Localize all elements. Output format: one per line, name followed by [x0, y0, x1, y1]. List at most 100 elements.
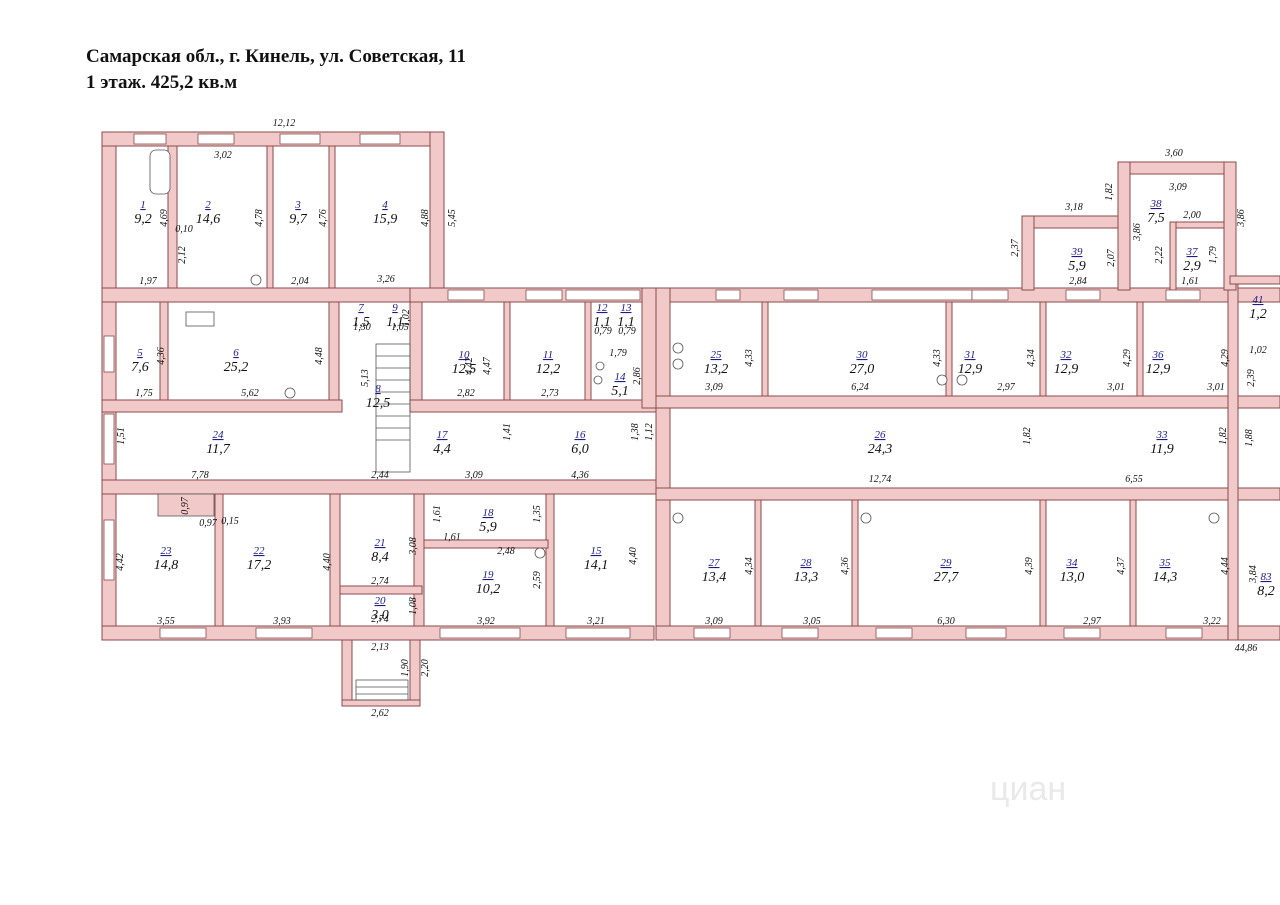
room-area: 3,0 [370, 608, 389, 623]
room-number: 24 [213, 429, 225, 441]
sink-icon [284, 387, 296, 399]
room-area: 14,8 [154, 558, 179, 573]
dimension-label: 2,13 [371, 642, 389, 653]
wall [1169, 221, 1225, 229]
room-area: 12,5 [366, 396, 391, 411]
toilet-icon [593, 375, 603, 385]
dimension-label: 6,24 [851, 382, 869, 393]
room-number: 6 [233, 347, 239, 359]
room-area: 12,9 [958, 362, 983, 377]
dimension-label: 4,48 [314, 347, 325, 365]
watermark: циан [990, 770, 1066, 808]
room-number: 30 [856, 349, 869, 361]
wall [328, 301, 340, 403]
window [103, 519, 115, 581]
window [871, 289, 973, 301]
room-number: 1 [140, 199, 146, 211]
plan-title: Самарская обл., г. Кинель, ул. Советская… [86, 44, 466, 96]
wall [1136, 301, 1144, 397]
dimension-label: 5,62 [241, 388, 259, 399]
room-number: 28 [801, 557, 813, 569]
dimension-label: 3,08 [408, 537, 419, 556]
room-area: 13,3 [794, 570, 819, 585]
room-number: 41 [1253, 294, 1264, 306]
dimension-label: 0,10 [175, 224, 193, 235]
room-number: 25 [711, 349, 723, 361]
wall [413, 493, 425, 627]
wall [1229, 275, 1280, 285]
wall [101, 399, 343, 413]
wall [754, 499, 762, 627]
window [693, 627, 731, 639]
room-number: 11 [543, 349, 553, 361]
room-number: 9 [392, 302, 398, 314]
sink-icon [936, 374, 948, 386]
room-area: 13,2 [704, 362, 729, 377]
window [715, 289, 741, 301]
dimension-label: 1,02 [401, 309, 412, 327]
dimension-label: 7,78 [191, 470, 209, 481]
room-area: 6,0 [571, 442, 589, 457]
dimension-label: 3,84 [1248, 565, 1259, 584]
dimension-label: 1,08 [408, 597, 419, 615]
dimension-label: 1,82 [1218, 427, 1229, 445]
room-number: 33 [1156, 429, 1169, 441]
dimension-label: 4,40 [322, 553, 333, 571]
dimension-label: 3,86 [1132, 223, 1143, 242]
room-area: 1,5 [352, 315, 370, 330]
windows [103, 133, 1203, 639]
room-area: 17,2 [247, 558, 272, 573]
dimension-label: 2,22 [1154, 246, 1165, 264]
room-area: 5,9 [1068, 259, 1086, 274]
dimension-label: 3,21 [586, 616, 605, 627]
room-area: 14,1 [584, 558, 609, 573]
room-area: 7,6 [131, 360, 149, 375]
room-number: 83 [1261, 571, 1273, 583]
dimension-label: 2,37 [1010, 238, 1021, 257]
dimension-label: 2,00 [1183, 210, 1201, 221]
room-area: 8,2 [1257, 584, 1275, 599]
window [359, 133, 401, 145]
stair-flight [375, 343, 411, 473]
toilet-icon [595, 361, 605, 371]
room-number: 22 [254, 545, 266, 557]
room-area: 12,9 [1054, 362, 1079, 377]
dimension-label: 2,20 [420, 659, 431, 677]
floor-area-text: 1 этаж. 425,2 кв.м [86, 72, 238, 93]
dimension-label: 2,44 [371, 470, 389, 481]
room-number: 16 [575, 429, 587, 441]
dimension-label: 3,02 [213, 150, 232, 161]
window [133, 133, 167, 145]
wall [1117, 161, 1237, 175]
wall [641, 287, 657, 409]
dimension-label: 1,61 [443, 532, 461, 543]
dimension-label: 0,79 [594, 326, 612, 337]
room-number: 20 [375, 595, 387, 607]
room-number: 14 [615, 371, 627, 383]
wall [341, 699, 421, 707]
room-number: 36 [1152, 349, 1165, 361]
room-area: 13,4 [702, 570, 727, 585]
dimension-label: 4,36 [156, 347, 167, 365]
room-number: 10 [459, 349, 471, 361]
room-number: 8 [375, 383, 381, 395]
dimension-label: 2,04 [291, 276, 309, 287]
wall [1117, 161, 1131, 291]
dimension-label: 4,47 [482, 356, 493, 375]
room-number: 35 [1159, 557, 1172, 569]
wall [1129, 499, 1137, 627]
dimension-label: 3,01 [1106, 382, 1125, 393]
room-area: 12,5 [452, 362, 477, 377]
room-number: 29 [941, 557, 953, 569]
dimension-label: 3,05 [802, 616, 821, 627]
dimension-label: 3,09 [704, 382, 723, 393]
wall [409, 639, 421, 707]
room-number: 27 [709, 557, 721, 569]
dimension-label: 2,12 [177, 246, 188, 264]
room-number: 21 [375, 537, 386, 549]
dimension-label: 4,88 [420, 209, 431, 227]
dimension-label: 4,76 [318, 209, 329, 227]
dimension-label: 1,30 [353, 322, 371, 333]
room-number: 17 [437, 429, 449, 441]
